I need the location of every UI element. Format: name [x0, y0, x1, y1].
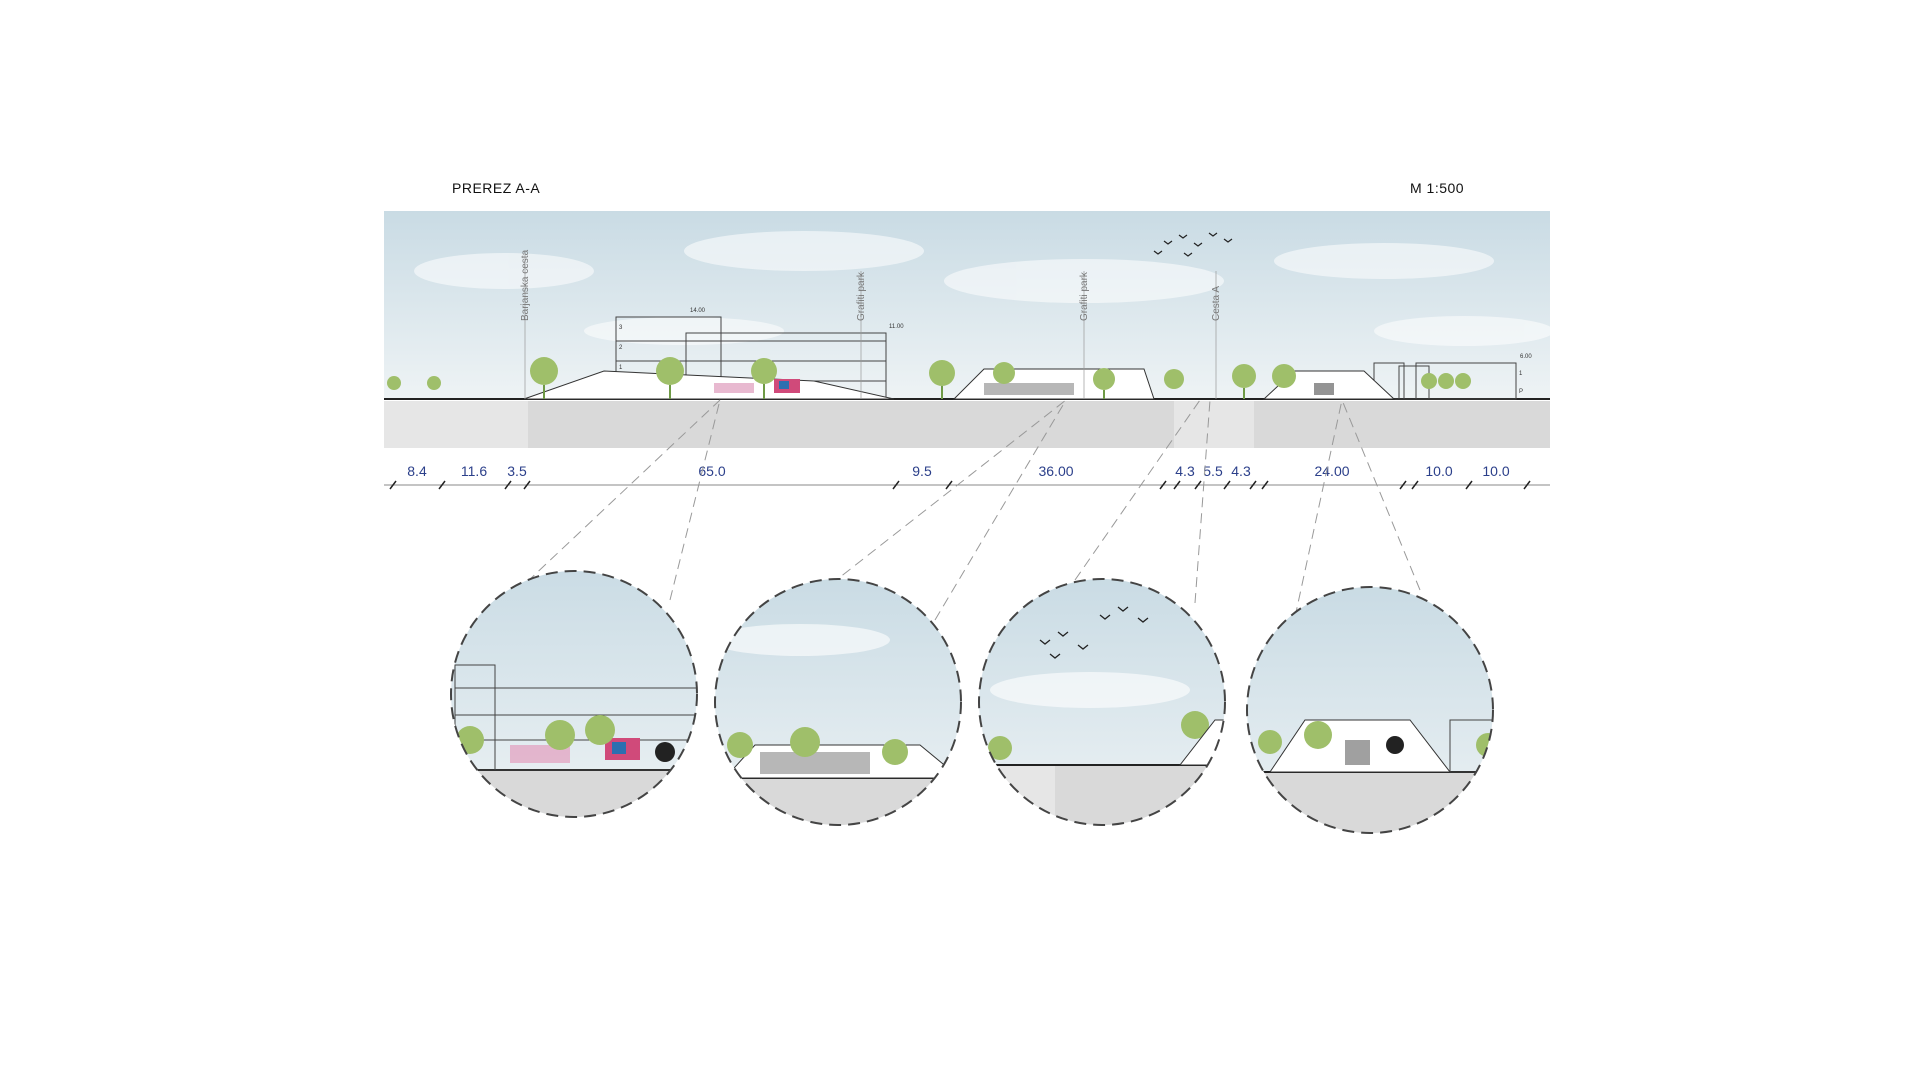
height-label-14: 14.00 — [690, 308, 706, 314]
floor-label: 2 — [619, 345, 623, 351]
dimension-label: 10.0 — [1482, 463, 1510, 479]
dimension-label: 8.4 — [407, 463, 427, 479]
ground-band — [384, 401, 1550, 448]
section-title: PREREZ A-A — [452, 180, 541, 196]
height-label-6: 6.00 — [1520, 354, 1532, 360]
dimension-label: 3.5 — [507, 463, 527, 479]
graffiti — [714, 379, 1334, 395]
trees — [387, 357, 1471, 399]
ground-road — [1174, 401, 1254, 448]
dimension-label: 11.6 — [460, 463, 488, 479]
section-panel: Barjanska cesta Grafiti park Grafiti par… — [384, 211, 1554, 486]
detail-leaders — [526, 399, 1421, 621]
dimension-label: 10.0 — [1425, 463, 1453, 479]
dimension-label: 36.00 — [1038, 463, 1074, 479]
section-drawing — [384, 211, 1554, 448]
dimension-label: 24.00 — [1314, 463, 1350, 479]
dimension-label: 4.3 — [1231, 463, 1251, 479]
dimension-label: 65.0 — [698, 463, 726, 479]
label-leaders — [524, 251, 1217, 399]
floor-label: 1 — [619, 365, 623, 371]
detail-circle-2 — [715, 579, 961, 825]
height-label-11: 11.00 — [889, 324, 904, 330]
birds — [1153, 232, 1233, 257]
ground-left — [384, 401, 528, 448]
dimension-label: 5.5 — [1203, 463, 1223, 479]
detail-circle-1 — [451, 571, 697, 817]
dimension-label: 4.3 — [1175, 463, 1195, 479]
detail-circle-3 — [979, 579, 1225, 825]
floor-label: 1 — [1519, 371, 1523, 377]
scale-label: M 1:500 — [1410, 180, 1465, 196]
floor-label: P — [1519, 389, 1524, 395]
floor-label: 3 — [619, 325, 623, 331]
detail-circle-4 — [1247, 587, 1493, 833]
dimension-label: 9.5 — [912, 463, 932, 479]
sky — [384, 211, 1550, 399]
